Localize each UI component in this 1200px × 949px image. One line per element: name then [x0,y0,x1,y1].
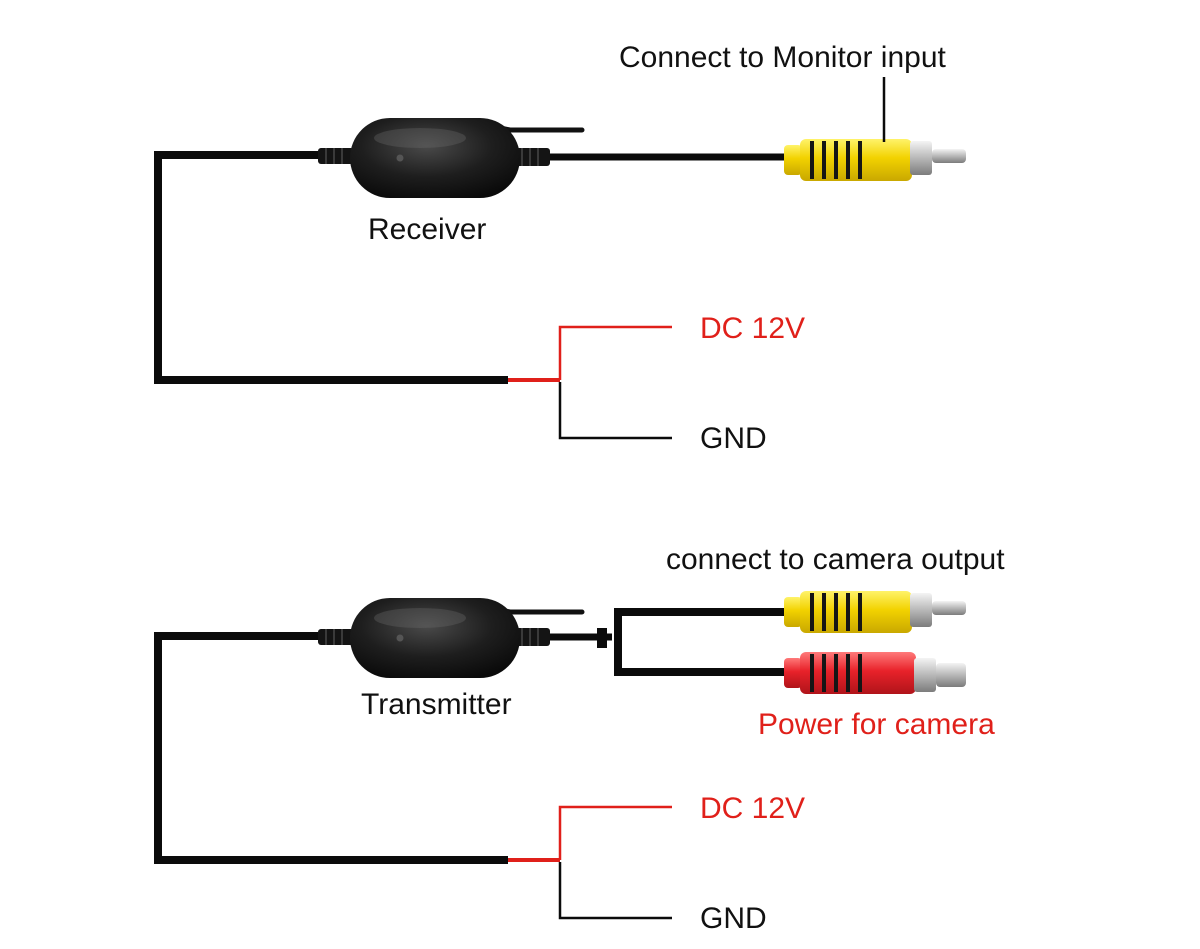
transmitter-module [350,598,520,678]
receiver-dc-leader [558,325,672,380]
transmitter-antenna [497,607,585,615]
transmitter-split-loop [614,608,790,676]
transmitter-section [154,591,966,920]
transmitter-gnd-label: GND [700,902,767,935]
transmitter-led [396,634,404,642]
receiver-strain-relief-right [512,148,550,166]
transmitter-rca-plug [784,591,966,633]
transmitter-dc-leader [558,805,672,860]
receiver-label: Receiver [368,213,487,246]
transmitter-strain-relief-right [512,628,550,646]
receiver-strain-relief-left [318,148,354,164]
receiver-dc-label: DC 12V [700,312,806,345]
receiver-section [154,77,966,440]
receiver-rca-plug [784,139,966,181]
receiver-cable [154,151,508,384]
transmitter-dc-label: DC 12V [700,792,806,825]
transmitter-cable [154,632,508,864]
transmitter-label: Transmitter [361,688,512,721]
camera-power-label: Power for camera [758,708,995,741]
camera-output-label: connect to camera output [666,543,1005,576]
receiver-gnd-label: GND [700,422,767,455]
monitor-input-label: Connect to Monitor input [619,41,946,74]
receiver-led [396,154,404,162]
transmitter-strain-relief-left [318,629,354,645]
receiver-gnd-leader [558,382,672,440]
receiver-module [350,118,520,198]
receiver-antenna [497,125,585,133]
transmitter-gnd-leader [558,862,672,920]
camera-power-plug [784,652,966,694]
